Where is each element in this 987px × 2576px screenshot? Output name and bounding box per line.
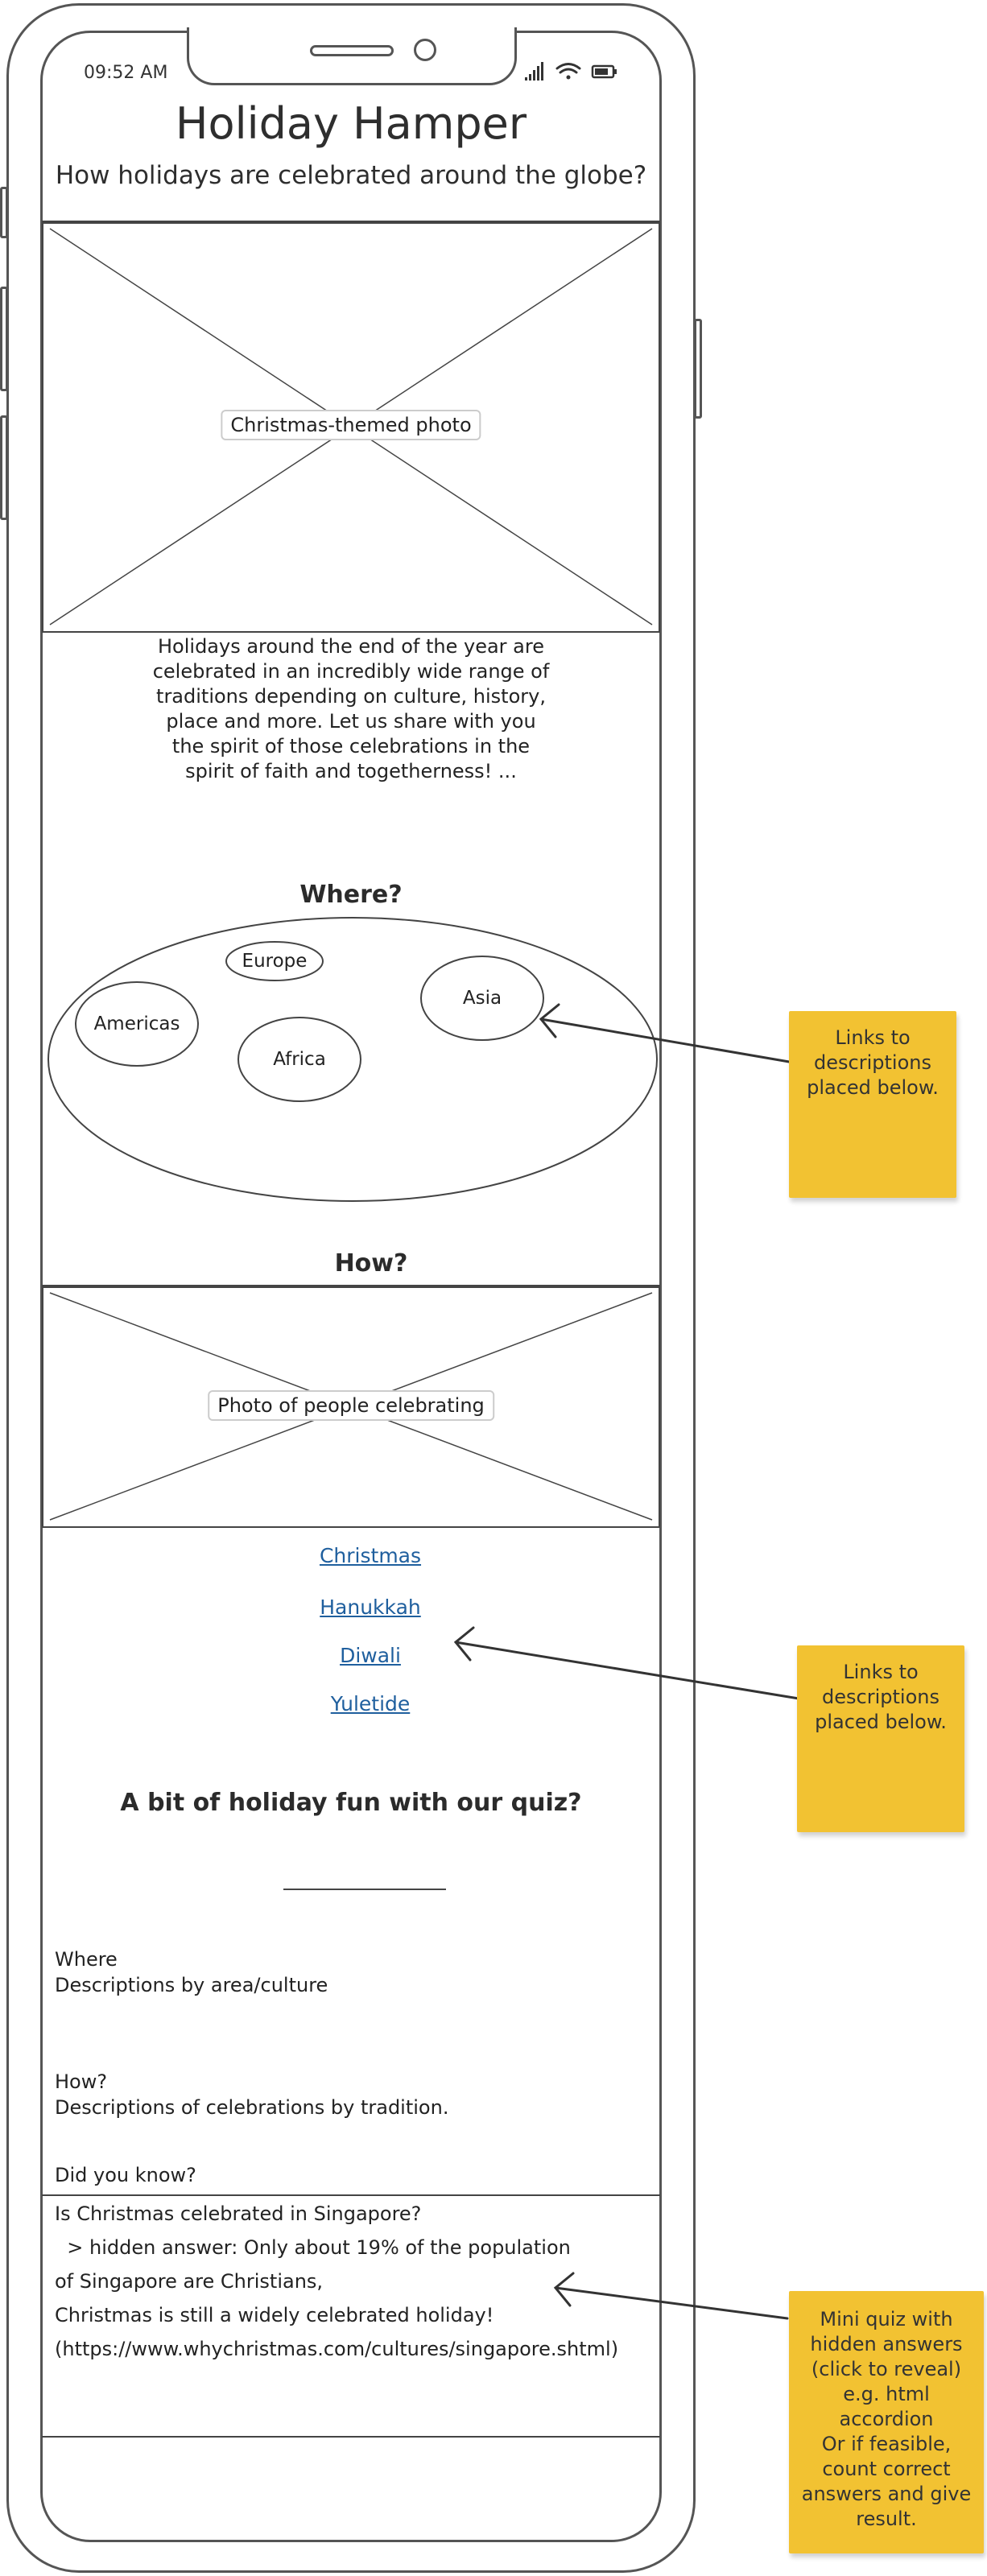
quiz-heading: A bit of holiday fun with our quiz? [120, 1789, 582, 1817]
note-line: (click to reveal) [811, 2358, 962, 2380]
faq-answer-line: Christmas is still a widely celebrated h… [55, 2304, 494, 2326]
how-heading: How? [334, 1249, 408, 1278]
sticky-note-how-links: Links to descriptions placed below. [797, 1645, 964, 1832]
link-christmas[interactable]: Christmas [319, 1544, 422, 1567]
note-line: Links to [843, 1661, 919, 1683]
quiz-divider [283, 1889, 446, 1890]
region-americas[interactable]: Americas [93, 1013, 180, 1034]
link-diwali[interactable]: Diwali [340, 1644, 401, 1667]
note-line: hidden answers [810, 2333, 963, 2355]
divider [42, 2436, 660, 2438]
faq-answer-line: > hidden answer: Only about 19% of the p… [55, 2236, 571, 2259]
intro-line: spirit of faith and togetherness! ... [185, 760, 517, 782]
speaker-grille [310, 45, 394, 56]
faq-answer-line: of Singapore are Christians, [55, 2270, 324, 2293]
region-asia[interactable]: Asia [462, 988, 502, 1009]
divider [42, 1285, 660, 1286]
side-button-power [694, 319, 702, 419]
note-line: count correct [822, 2458, 951, 2480]
front-camera [414, 39, 436, 61]
page-title: Holiday Hamper [175, 98, 527, 149]
where-label: Where [55, 1948, 118, 1971]
region-africa-shape [237, 1017, 361, 1102]
where-description: Descriptions by area/culture [55, 1974, 328, 1996]
sticky-note-where-links: Links to descriptions placed below. [789, 1011, 956, 1198]
status-time: 09:52 AM [84, 63, 168, 83]
intro-line: place and more. Let us share with you [166, 710, 536, 733]
wifi-icon [555, 63, 581, 80]
note-line: e.g. html [843, 2383, 930, 2405]
note-line: result. [856, 2508, 917, 2530]
side-button-volume-down [0, 415, 8, 520]
intro-line: the spirit of those celebrations in the [171, 735, 531, 758]
note-line: descriptions [814, 1051, 931, 1074]
region-americas-shape [75, 981, 199, 1067]
note-line: placed below. [815, 1711, 947, 1733]
phone-notch [187, 27, 517, 85]
intro-line: traditions depending on culture, history… [156, 685, 546, 708]
did-you-know-label: Did you know? [55, 2164, 196, 2186]
note-line: answers and give [801, 2483, 972, 2505]
celebration-image-label: Photo of people celebrating [208, 1390, 494, 1421]
faq-answer-link[interactable]: (https://www.whychristmas.com/cultures/s… [55, 2338, 619, 2360]
side-button-mute [0, 187, 8, 238]
battery-icon [591, 64, 617, 79]
intro-text: Holidays around the end of the year are … [145, 634, 557, 784]
divider [42, 221, 660, 222]
note-line: descriptions [822, 1686, 940, 1708]
how-label: How? [55, 2070, 108, 2093]
page-subtitle: How holidays are celebrated around the g… [55, 161, 647, 190]
region-europe[interactable]: Europe [242, 951, 308, 972]
hero-image-label: Christmas-themed photo [221, 410, 481, 440]
arrow-icon [453, 1626, 800, 1700]
arrow-icon [539, 1003, 795, 1064]
signal-icon [525, 62, 543, 80]
region-africa[interactable]: Africa [273, 1049, 326, 1070]
intro-line: celebrated in an incredibly wide range o… [152, 660, 550, 683]
link-hanukkah[interactable]: Hanukkah [320, 1596, 421, 1619]
note-line: Or if feasible, [821, 2433, 952, 2455]
note-line: Links to [835, 1026, 911, 1049]
note-line: Mini quiz with [820, 2308, 953, 2330]
arrow-icon [553, 2272, 789, 2320]
faq-question[interactable]: Is Christmas celebrated in Singapore? [55, 2202, 422, 2225]
note-line: accordion [839, 2408, 934, 2430]
how-description: Descriptions of celebrations by traditio… [55, 2096, 449, 2119]
note-line: placed below. [807, 1076, 939, 1099]
status-icons [525, 62, 617, 80]
where-heading: Where? [299, 881, 403, 909]
region-europe-shape [225, 941, 324, 981]
intro-line: Holidays around the end of the year are [158, 635, 544, 658]
side-button-volume-up [0, 287, 8, 391]
region-asia-shape [420, 956, 544, 1041]
region-map [47, 917, 658, 1202]
world-ellipse [47, 917, 658, 1202]
sticky-note-quiz: Mini quiz with hidden answers (click to … [789, 2291, 984, 2553]
divider [42, 2194, 660, 2196]
link-yuletide[interactable]: Yuletide [330, 1692, 411, 1715]
